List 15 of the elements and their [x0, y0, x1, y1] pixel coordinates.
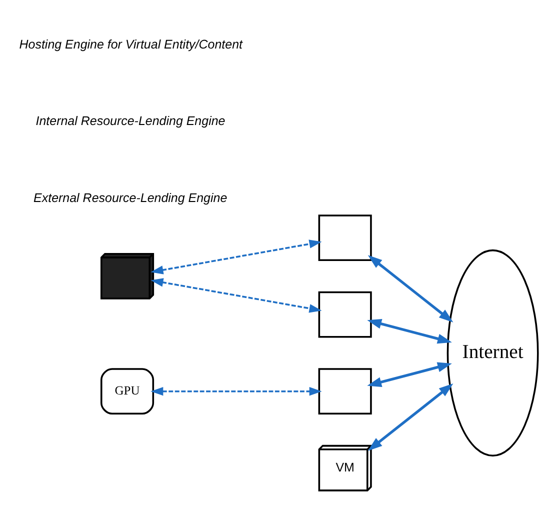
label: External Resource-Lending Engine	[34, 190, 228, 204]
arrow	[150, 278, 322, 312]
arrow	[150, 239, 322, 274]
arrow	[368, 254, 454, 322]
node-box	[318, 214, 372, 261]
label: Hosting Engine for Virtual Entity/Content	[19, 36, 242, 51]
node-laptop	[318, 368, 372, 414]
node-laptop	[318, 290, 372, 338]
arrow	[367, 318, 452, 344]
arrow	[368, 382, 454, 450]
node-box: GPU	[100, 368, 154, 414]
label: Internal Resource-Lending Engine	[36, 114, 226, 128]
node-ellipse: Internet	[446, 248, 539, 456]
arrow	[367, 362, 452, 386]
arrow	[150, 386, 322, 396]
